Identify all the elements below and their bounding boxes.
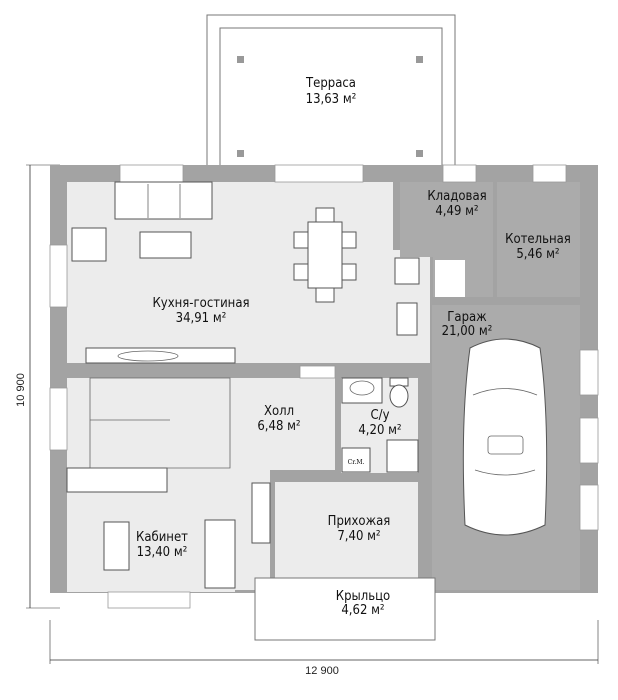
room-name: Терраса <box>305 76 356 91</box>
car-icon <box>462 338 548 536</box>
room-name: Крыльцо <box>336 589 390 604</box>
fixture-label: Cr.M. <box>348 459 365 466</box>
room-area: 4,62 м² <box>341 603 384 618</box>
windows <box>49 164 599 609</box>
room-area: 21,00 м² <box>442 324 493 339</box>
room-name: С/у <box>370 408 389 423</box>
porch <box>254 577 436 641</box>
room-area: 13,40 м² <box>137 545 188 560</box>
room-area: 4,20 м² <box>358 423 401 438</box>
room-area: 7,40 м² <box>337 529 380 544</box>
room-area: 4,49 м² <box>435 204 478 219</box>
room-name: Котельная <box>505 232 571 247</box>
terrace <box>206 14 456 168</box>
room-boiler <box>497 182 580 297</box>
room-labels: Терраса 13,63 м² Кухня-гостиная 34,91 м²… <box>136 76 571 618</box>
room-name: Холл <box>264 404 294 419</box>
dimension-height: 10 900 <box>15 373 27 407</box>
room-area: 13,63 м² <box>306 92 357 107</box>
room-name: Гараж <box>447 310 487 325</box>
room-name: Кухня-гостиная <box>152 296 249 311</box>
room-area: 34,91 м² <box>176 311 227 326</box>
room-storage <box>400 182 493 257</box>
furniture <box>66 181 420 589</box>
dimension-lines <box>26 164 599 664</box>
room-name: Кабинет <box>136 530 188 545</box>
room-name: Кладовая <box>427 189 486 204</box>
room-entrance <box>275 482 418 578</box>
room-area: 5,46 м² <box>516 247 559 262</box>
dimension-width: 12 900 <box>305 665 339 677</box>
room-name: Прихожая <box>328 514 391 529</box>
room-hall <box>67 378 335 470</box>
room-area: 6,48 м² <box>257 419 300 434</box>
